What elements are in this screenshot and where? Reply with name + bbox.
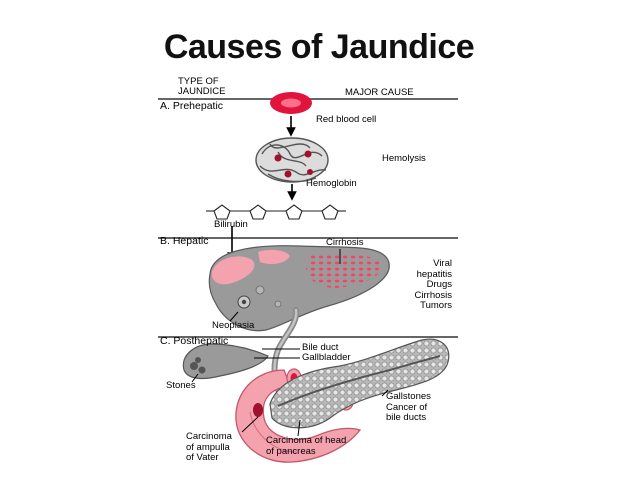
bilirubin-structure: [206, 204, 346, 220]
section-b-hepatic: B. Hepatic: [160, 235, 209, 247]
slide-title: Causes of Jaundice: [163, 28, 475, 66]
label-gallbladder: Gallbladder: [302, 352, 351, 363]
label-carcinoma-ampulla: Carcinoma of ampulla of Vater: [186, 431, 232, 463]
label-hemoglobin: Hemoglobin: [306, 178, 357, 189]
section-c-posthepatic: C. Posthepatic: [160, 335, 229, 347]
pancreas-illustration: [269, 338, 450, 429]
label-stones: Stones: [166, 380, 196, 391]
section-a-prehepatic: A. Prehepatic: [160, 100, 224, 112]
major-cause-header: MAJOR CAUSE: [345, 87, 414, 98]
label-bile-duct: Bile duct: [302, 342, 339, 353]
jaundice-diagram: TYPE OF JAUNDICE MAJOR CAUSE A. Prehepat…: [150, 74, 462, 474]
diagram-artwork: [158, 92, 458, 463]
label-neoplasia: Neoplasia: [212, 320, 255, 331]
label-cirrhosis: Cirrhosis: [326, 237, 364, 248]
gallbladder-illustration: [182, 343, 269, 380]
posthepatic-causes-list: Gallstones Cancer of bile ducts: [386, 391, 431, 423]
hepatic-causes-list: Viral hepatitis Drugs Cirrhosis Tumors: [414, 258, 452, 311]
hemoglobin-icon: [255, 137, 329, 183]
liver-illustration: [208, 245, 390, 332]
type-of-jaundice-header: TYPE OF JAUNDICE: [178, 76, 226, 97]
label-red-blood-cell: Red blood cell: [316, 114, 377, 125]
label-bilirubin: Bilirubin: [214, 219, 248, 230]
label-hemolysis: Hemolysis: [382, 153, 426, 164]
red-blood-cell-icon: [270, 92, 312, 114]
label-carcinoma-pancreas: Carcinoma of head of pancreas: [266, 435, 347, 457]
